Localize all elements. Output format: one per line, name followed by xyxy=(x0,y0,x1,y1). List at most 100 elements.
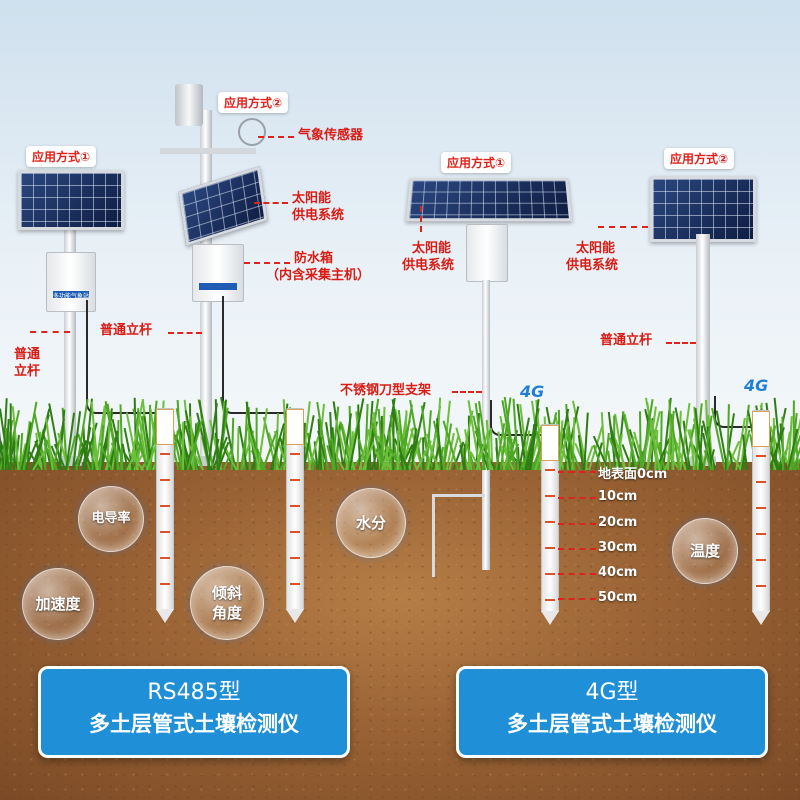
depth-line xyxy=(558,523,596,525)
grass-blade xyxy=(485,419,492,471)
grass-blade xyxy=(467,449,471,471)
soil-probe xyxy=(286,408,304,623)
probe-tick xyxy=(160,479,170,481)
grass-blade xyxy=(478,401,490,471)
grass-blade xyxy=(331,406,340,471)
probe-tick xyxy=(756,507,766,509)
probe-tick xyxy=(545,599,555,601)
grass-blade xyxy=(679,402,691,471)
leader-line xyxy=(254,202,288,204)
grass-blade xyxy=(33,412,47,471)
grass-blade xyxy=(4,419,10,471)
grass-blade xyxy=(246,423,261,471)
grass-blade xyxy=(186,418,204,471)
grass-blade xyxy=(189,416,195,471)
grass-blade xyxy=(210,438,220,471)
grass-blade xyxy=(506,436,510,471)
grass-blade xyxy=(469,451,482,471)
grass-blade xyxy=(71,411,82,471)
depth-label: 40cm xyxy=(598,565,638,580)
grass-blade xyxy=(794,439,800,471)
grass-blade xyxy=(236,427,240,471)
grass-blade xyxy=(313,441,319,471)
grass-blade xyxy=(512,398,520,471)
option1-tag-right: 应用方式① xyxy=(441,152,512,173)
leader-line xyxy=(30,331,70,333)
probe-tick xyxy=(756,481,766,483)
box-label: 多功能气象站 xyxy=(53,291,90,300)
leader-line xyxy=(168,332,202,334)
grass-blade xyxy=(711,407,726,471)
grass-blade xyxy=(100,411,114,471)
bracket-label: 不锈钢刀型支架 xyxy=(340,383,432,398)
grass-blade xyxy=(677,410,682,471)
probe-tick xyxy=(290,583,300,585)
grass-blade xyxy=(104,401,120,471)
pole-label-left: 普通立杆 xyxy=(14,347,41,379)
leader-line xyxy=(452,391,482,393)
grass-blade xyxy=(332,401,345,471)
grass-blade xyxy=(0,408,11,471)
box-label xyxy=(199,283,237,290)
depth-line xyxy=(558,598,596,600)
grass-blade xyxy=(127,451,145,471)
grass-blade xyxy=(724,413,735,471)
grass-blade xyxy=(726,404,730,471)
grass-blade xyxy=(123,427,134,471)
grass-blade xyxy=(220,396,237,471)
grass-blade xyxy=(607,411,617,471)
grass-blade xyxy=(119,450,123,471)
grass-blade xyxy=(358,429,371,471)
grass-blade xyxy=(504,438,516,471)
crossarm xyxy=(160,148,256,154)
probe-tick xyxy=(290,505,300,507)
grass-blade xyxy=(408,437,423,471)
grass-blade xyxy=(307,436,320,471)
grass-blade xyxy=(452,441,465,471)
grass-blade xyxy=(230,417,235,471)
depth-label: 地表面0cm xyxy=(598,467,668,482)
grass-blade xyxy=(621,444,634,471)
probe-tick xyxy=(756,585,766,587)
grass-blade xyxy=(370,427,377,471)
pole-label-center: 普通立杆 xyxy=(100,323,153,338)
option2-tag-right: 应用方式② xyxy=(664,148,735,169)
probe-tick xyxy=(756,533,766,535)
grass-blade xyxy=(644,397,661,471)
cable xyxy=(490,400,548,436)
grass-blade xyxy=(474,402,486,471)
grass-blade xyxy=(466,444,476,471)
temperature-bubble: 温度 xyxy=(672,518,738,584)
grass-blade xyxy=(531,442,543,471)
grass-blade xyxy=(689,429,695,471)
grass-blade xyxy=(614,434,623,471)
grass-blade xyxy=(11,406,20,471)
grass-blade xyxy=(621,411,638,471)
banner-product: 多土层管式土壤检测仪 xyxy=(89,712,299,736)
4g-banner: 4G型 多土层管式土壤检测仪 xyxy=(456,666,768,758)
grass-blade xyxy=(436,418,443,471)
grass-blade xyxy=(302,415,315,471)
grass-blade xyxy=(91,427,95,471)
probe-tick xyxy=(290,479,300,481)
banner-product: 多土层管式土壤检测仪 xyxy=(507,712,717,736)
grass-blade xyxy=(768,426,785,471)
probe-tick xyxy=(756,559,766,561)
grass-blade xyxy=(261,433,277,471)
grass-blade xyxy=(607,450,612,471)
grass-blade xyxy=(206,403,218,471)
grass-blade xyxy=(706,426,713,471)
solar-label-right1: 太阳能供电系统 xyxy=(402,241,455,273)
depth-label: 20cm xyxy=(598,515,638,530)
grass-blade xyxy=(132,408,148,471)
grass-blade xyxy=(90,401,99,471)
probe-tick xyxy=(545,521,555,523)
grass-blade xyxy=(787,428,799,471)
grass-blade xyxy=(646,406,657,471)
tilt-angle-bubble: 倾斜角度 xyxy=(190,566,264,640)
banner-model: 4G型 xyxy=(585,680,639,705)
acceleration-bubble: 加速度 xyxy=(22,568,94,640)
grass-blade xyxy=(627,436,635,471)
grass-blade xyxy=(442,445,448,471)
